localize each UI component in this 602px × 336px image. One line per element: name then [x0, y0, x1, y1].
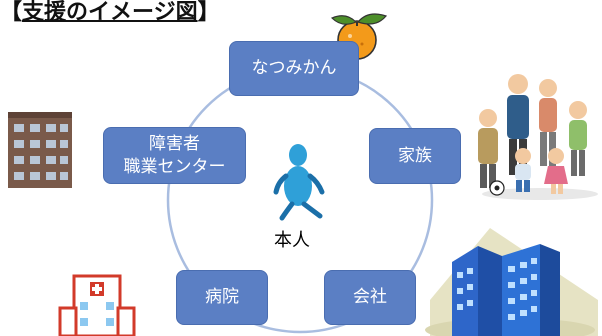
family-group-icon — [478, 74, 598, 200]
node-support-center: 障害者 職業センター — [103, 127, 246, 184]
title-text: 支援のイメージ図 — [22, 0, 198, 25]
title-bracket-open: 【 — [0, 0, 23, 25]
office-building-icon — [425, 228, 598, 336]
person-icon — [273, 144, 325, 221]
brick-building-icon — [8, 112, 72, 188]
page-title: 【支援のイメージ図】 — [0, 0, 220, 26]
title-bracket-close: 】 — [197, 0, 220, 25]
hospital-building-icon — [58, 274, 136, 336]
node-company: 会社 — [324, 270, 416, 325]
node-hospital: 病院 — [176, 270, 268, 325]
node-natsumikan: なつみかん — [229, 41, 359, 96]
node-family: 家族 — [369, 128, 461, 184]
center-person-label: 本人 — [274, 230, 310, 251]
